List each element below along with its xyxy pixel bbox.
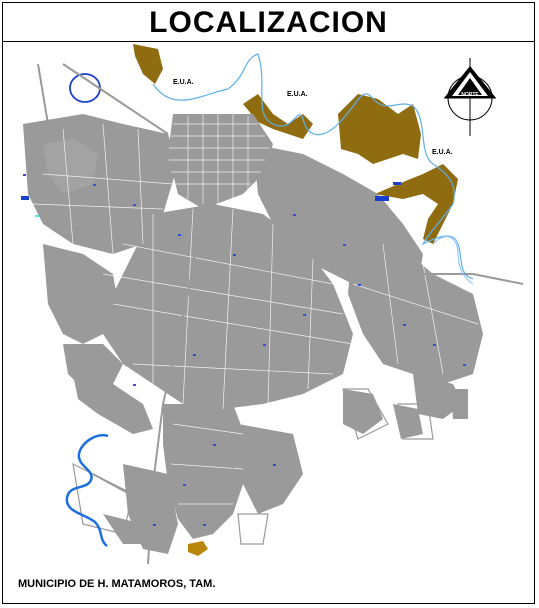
landmark-marker: [188, 541, 208, 556]
border-label-east: E.U.A.: [432, 149, 453, 156]
border-river-bank-north: [243, 94, 313, 139]
border-river-line: [152, 53, 474, 280]
stream-east: [432, 236, 474, 285]
river-southwest: [65, 433, 109, 547]
title-bar: LOCALIZACION: [2, 2, 535, 42]
map-markers: [23, 174, 466, 526]
footer-caption: MUNICIPIO DE H. MATAMOROS, TAM.: [18, 578, 216, 590]
water-bodies: [21, 182, 401, 201]
compass-label: NORTE: [461, 92, 479, 98]
border-river-bank-west: [133, 44, 163, 84]
suburban-blocks: [72, 388, 434, 545]
border-label-west: E.U.A.: [173, 79, 194, 86]
north-arrow-icon: NORTE: [444, 58, 496, 136]
street-grid-lines: [32, 114, 479, 505]
border-river-bank-east: [338, 94, 421, 164]
border-label-north: E.U.A.: [287, 91, 308, 98]
map-frame: [2, 2, 535, 604]
city-map: [21, 44, 524, 565]
page-title: LOCALIZACION: [149, 6, 388, 39]
